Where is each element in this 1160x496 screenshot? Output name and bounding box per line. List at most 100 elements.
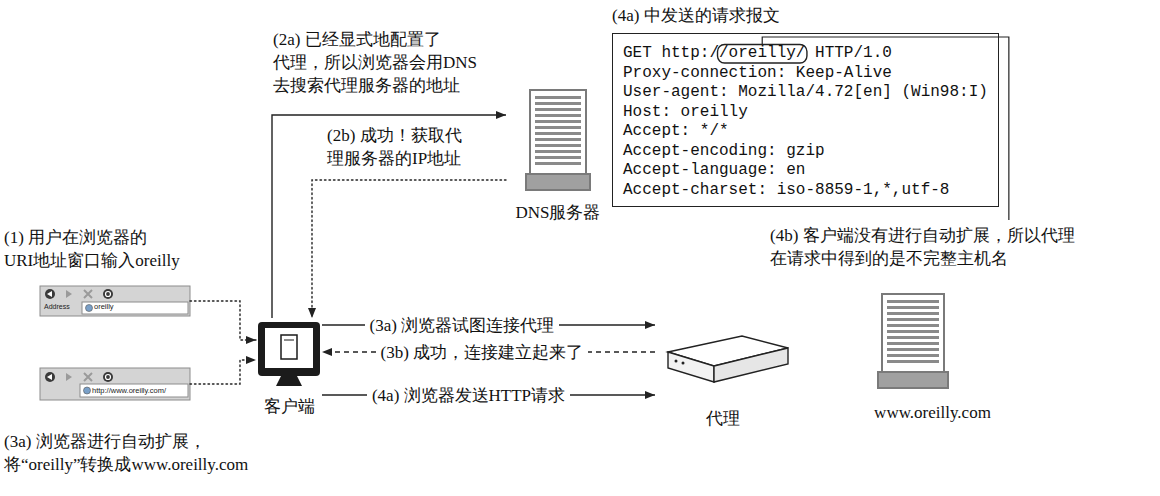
step-label: (3b) 成功，连接建立起来了 [376, 341, 589, 364]
refresh-button [103, 372, 113, 382]
forward-button [66, 373, 72, 381]
refresh-mark [106, 292, 111, 297]
step-note: (4b) 客户端没有进行自动扩展，所以代理 在请求中得到的是不完整主机名 [770, 224, 1075, 270]
dns-server-icon [526, 90, 590, 190]
address-field [80, 384, 188, 397]
browser-window: Address oreilly [40, 286, 190, 316]
text-line: (3a) 浏览器进行自动扩展， [4, 430, 248, 453]
page-icon [84, 387, 91, 394]
step-note: (1) 用户在浏览器的 URI地址窗口输入oreilly [4, 226, 180, 272]
text-line: URI地址窗口输入oreilly [4, 249, 180, 272]
text-line: 将“oreilly”转换成www.oreilly.com [4, 453, 248, 476]
edge-label-holder: (4a) 浏览器发送HTTP请求 [367, 384, 570, 407]
web-server-icon [878, 294, 948, 388]
node-label: 客户端 [264, 395, 315, 418]
web-server: www.oreilly.com [850, 292, 1015, 424]
browser-window-1 [40, 286, 190, 316]
text-line: (2b) 成功！获取代 [327, 124, 462, 147]
stop-button [84, 373, 92, 381]
browser-window-2 [40, 368, 190, 400]
code-line: Proxy-connection: Keep-Alive [623, 64, 988, 84]
server-base [526, 174, 590, 190]
back-arrow [47, 374, 52, 380]
step-note: (3a) 浏览器进行自动扩展， 将“oreilly”转换成www.oreilly… [4, 430, 248, 476]
text-line: 客户端 [264, 395, 315, 418]
text-line: 代理，所以浏览器会用DNS [273, 51, 477, 74]
monitor-icon [258, 322, 320, 386]
server-vents [535, 96, 581, 168]
proxy-server: 代理 [655, 318, 790, 430]
message-frame: GET http://oreilly/ HTTP/1.0Proxy-connec… [612, 33, 999, 207]
note-holder: (1) 用户在浏览器的 URI地址窗口输入oreilly [4, 226, 180, 272]
monitor-screen [265, 328, 313, 368]
refresh-mark [106, 375, 111, 380]
connectors [190, 115, 655, 395]
text-line: DNS服务器 [515, 201, 600, 224]
text-line: (4b) 客户端没有进行自动扩展，所以代理 [770, 224, 1075, 247]
page-icon [86, 305, 93, 312]
request-message: (4a) 中发送的请求报文 GET http://oreilly/ HTTP/1.… [612, 4, 999, 207]
note-holder: (3a) 浏览器进行自动扩展， 将“oreilly”转换成www.oreilly… [4, 430, 248, 476]
window-frame [40, 286, 190, 316]
step-label: (4a) 浏览器发送HTTP请求 [367, 384, 570, 407]
address-text: http://www.oreilly.com/ [92, 386, 166, 396]
refresh-button [103, 289, 113, 299]
back-button [45, 372, 55, 382]
edge-label-holder: (2b) 成功！获取代 理服务器的IP地址 [322, 124, 467, 170]
server-body [882, 294, 944, 372]
address-text: Address [44, 302, 80, 312]
text-line: www.oreilly.com [874, 401, 991, 424]
text-line: (3a) 浏览器试图连接代理 [370, 314, 555, 337]
server-base [878, 372, 948, 388]
code-line: Host: oreilly [623, 103, 988, 123]
server-vents [887, 300, 939, 366]
screen-line [284, 340, 294, 341]
step-label: (3a) 浏览器试图连接代理 [365, 314, 560, 337]
text-line: (2a) 已经显式地配置了 [273, 28, 477, 51]
code-line: Accept-language: en [623, 161, 988, 181]
address-text: oreilly [94, 302, 114, 312]
back-button [45, 289, 55, 299]
text-line: (1) 用户在浏览器的 [4, 226, 180, 249]
monitor-stand [276, 376, 302, 386]
connector [190, 301, 256, 340]
note-holder: (4b) 客户端没有进行自动扩展，所以代理 在请求中得到的是不完整主机名 [770, 224, 1075, 270]
back-arrow [47, 291, 52, 297]
screen-window [281, 335, 297, 359]
text-line: 去搜索代理服务器的地址 [273, 74, 477, 97]
edge-label-holder: (3a) 浏览器试图连接代理 [365, 314, 560, 337]
edge-label-holder: (2a) 已经显式地配置了 代理，所以浏览器会用DNS 去搜索代理服务器的地址 [268, 28, 482, 97]
box-side [714, 348, 788, 382]
status-light [675, 360, 678, 363]
code-line: Accept: */* [623, 122, 988, 142]
address-field [82, 302, 188, 314]
text-line: 代理 [706, 407, 740, 430]
step-label: (2a) 已经显式地配置了 代理，所以浏览器会用DNS 去搜索代理服务器的地址 [268, 28, 482, 97]
text-line: (3b) 成功，连接建立起来了 [381, 341, 584, 364]
forward-button [66, 290, 72, 298]
text-line: 在请求中得到的是不完整主机名 [770, 247, 1075, 270]
client-computer: 客户端 [256, 318, 322, 418]
node-label: DNS服务器 [515, 201, 600, 224]
server-body [530, 90, 586, 174]
browser-window: http://www.oreilly.com/ [40, 368, 190, 400]
dns-server: DNS服务器 [506, 86, 610, 224]
proxy-box-icon [668, 336, 788, 382]
code-line: Accept-charset: iso-8859-1,*,utf-8 [623, 181, 988, 201]
node-label: www.oreilly.com [874, 401, 991, 424]
connector [190, 360, 256, 384]
step-label: (2b) 成功！获取代 理服务器的IP地址 [322, 124, 467, 170]
code-line: Accept-encoding: gzip [623, 142, 988, 162]
node-label: 代理 [706, 407, 740, 430]
stop-button [84, 290, 92, 298]
edge-label-holder: (3b) 成功，连接建立起来了 [376, 341, 589, 364]
text-line: (4a) 浏览器发送HTTP请求 [372, 384, 565, 407]
connector [272, 115, 506, 318]
connector [312, 180, 506, 318]
text-line: 理服务器的IP地址 [327, 147, 462, 170]
message-heading: (4a) 中发送的请求报文 [612, 4, 999, 27]
code-line: User-agent: Mozilla/4.72[en] (Win98:I) [623, 83, 988, 103]
window-frame [40, 368, 190, 400]
monitor-bezel [258, 322, 320, 376]
